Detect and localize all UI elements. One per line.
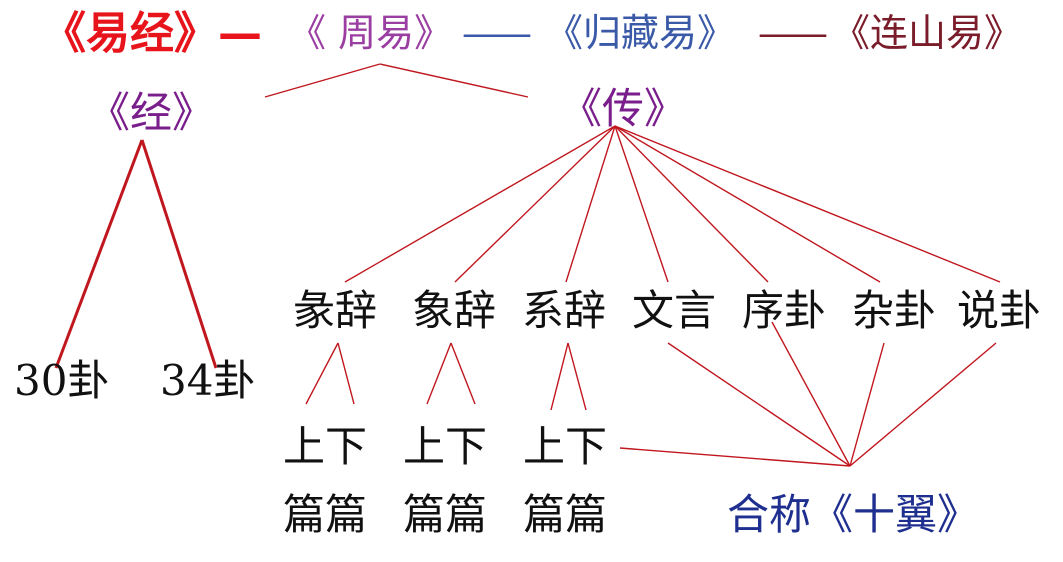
yijing-title: 《易经》—	[42, 8, 262, 59]
subpart-top-1: 上下	[283, 422, 368, 471]
jing-to-34-line	[140, 139, 218, 369]
shiyi-summary-label: 合称《十翼》	[727, 490, 980, 539]
gua-30-label: 30卦	[14, 356, 110, 405]
zhuan-child-shuogua: 说卦	[957, 286, 1042, 335]
zhouyi-to-zhuan-line	[379, 63, 529, 98]
zhuan-child-xiangci: 象辞	[412, 286, 497, 335]
jing-label: 《经》	[88, 88, 215, 137]
subpart-top-3: 上下	[523, 422, 608, 471]
zhuan-child-xici: 系辞	[522, 286, 607, 335]
dash-2: ——	[758, 11, 828, 55]
zhuan-branch-lines	[344, 125, 1001, 283]
guicang-label: 《归藏易》	[545, 11, 736, 55]
zhuan-child-tuanci: 彖辞	[293, 286, 378, 335]
zhuan-child-xugua: 序卦	[742, 286, 827, 335]
gua-34-label: 34卦	[160, 356, 256, 405]
dash-1: ——	[462, 11, 532, 55]
subpart-bottom-3: 篇篇	[523, 490, 608, 539]
zhouyi-label: 《 周易》	[288, 11, 453, 55]
zhuan-child-wenyan: 文言	[632, 286, 717, 335]
zhuan-label: 《传》	[560, 84, 687, 133]
jing-to-30-line	[54, 139, 144, 369]
lianshan-label: 《连山易》	[832, 11, 1023, 55]
shiyi-convergence-lines	[619, 321, 997, 467]
subpart-top-2: 上下	[403, 422, 488, 471]
subpart-branch-lines	[305, 342, 587, 411]
subpart-bottom-2: 篇篇	[403, 490, 488, 539]
subpart-bottom-1: 篇篇	[283, 490, 368, 539]
zhuan-child-zagua: 杂卦	[852, 286, 937, 335]
zhouyi-to-jing-line	[264, 63, 381, 98]
